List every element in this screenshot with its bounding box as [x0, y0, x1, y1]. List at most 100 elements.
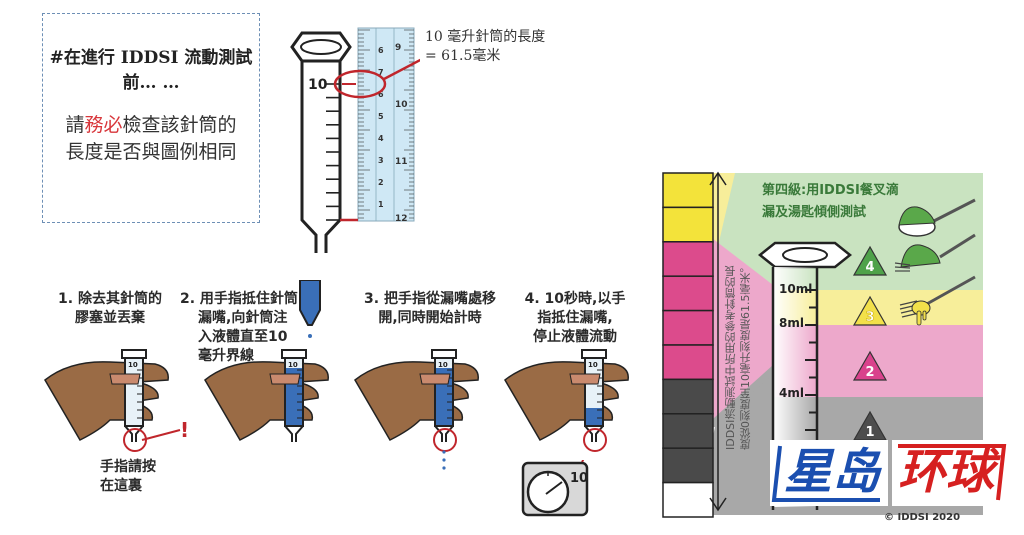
- step-1-hand-illustration: 10: [44, 349, 169, 452]
- finger-note-line1: 手指請按: [100, 459, 156, 475]
- ruler-number: 9: [395, 43, 401, 53]
- ruler-number: 5: [378, 112, 384, 121]
- notice-body-line2: 長度是否與圖例相同: [65, 141, 237, 163]
- color-bar-segment: [662, 275, 714, 312]
- color-bar-segment: [662, 413, 714, 449]
- level-3-number: 3: [865, 310, 874, 325]
- syringe-length-vertical-note: IDDSI流動測試中所用的參考針筒的長 度從0刻度至10毫升刻度是61.5毫米。: [723, 200, 773, 451]
- length-label-line1: 10 毫升針筒的長度: [425, 29, 546, 45]
- level-2-number: 2: [865, 365, 874, 380]
- notice-body-prefix: 請: [65, 114, 85, 136]
- step-2-line: 毫升界線: [198, 348, 254, 364]
- notice-title: #在進行 IDDSI 流動測試 前… …: [43, 46, 259, 96]
- level-4-number: 4: [865, 260, 874, 275]
- color-bar-segment: [662, 344, 714, 381]
- level-2-triangle-icon: [852, 350, 888, 381]
- step-3-instructions: 3. 把手指從漏嘴處移 開,同時開始計時: [360, 290, 500, 328]
- step-2-line: 漏嘴,向針筒注: [198, 310, 288, 326]
- level-4-heading: 第四級:用IDDSI餐叉滴 漏及湯匙傾側測試: [762, 180, 899, 224]
- level-3-triangle-icon: [852, 295, 888, 326]
- alert-pointer-line: [141, 429, 181, 441]
- ruler: [357, 27, 415, 222]
- step-2-line: 2. 用手指抵住針筒: [180, 291, 298, 307]
- mark-4ml: 4ml: [779, 386, 804, 400]
- color-bar-segment: [662, 309, 714, 346]
- vertical-note-line1: IDDSI流動測試中所用的參考針筒的長: [724, 265, 737, 450]
- step-3-line: 開,同時開始計時: [378, 310, 482, 326]
- step-4-hand-illustration: 10: [504, 349, 629, 452]
- color-bar-segment: [662, 206, 714, 243]
- vertical-note-line2: 度從0刻度至10毫升刻度是61.5毫米。: [739, 261, 752, 451]
- ruler-number: 12: [395, 214, 408, 224]
- color-bar-segment: [662, 172, 714, 209]
- svg-text:10: 10: [438, 361, 448, 369]
- mark-8ml: 8ml: [779, 316, 804, 330]
- timer-label: 10: [570, 471, 588, 486]
- ruler-number: 4: [378, 134, 384, 143]
- highlight-circle: [123, 428, 147, 452]
- finger-note-line2: 在這裏: [100, 478, 142, 494]
- finger-position-note: 手指請按 在這裏: [100, 458, 156, 496]
- step-2-line: 入液體直至10: [198, 329, 288, 345]
- ruler-number: 11: [395, 157, 408, 167]
- step-3-line: 3. 把手指從漏嘴處移: [364, 291, 496, 307]
- level-4-triangle-icon: [852, 245, 888, 276]
- hand-icon: [504, 361, 629, 441]
- color-bar-segment: [662, 241, 714, 277]
- color-bar-segment: [662, 447, 714, 484]
- highlight-circle: [333, 69, 387, 99]
- notice-body-rest: 檢查該針筒的: [122, 114, 237, 136]
- ruler-number: 6: [378, 90, 384, 99]
- step-3-hand-illustration: 10: [354, 349, 479, 470]
- ruler-number: 6: [378, 46, 384, 55]
- notice-box: #在進行 IDDSI 流動測試 前… … 請務必檢查該針筒的 長度是否與圖例相同: [42, 13, 260, 223]
- notice-title-line1: #在進行 IDDSI 流動測試: [49, 48, 253, 68]
- pointer-line: [383, 58, 420, 81]
- level-1-number: 1: [865, 425, 874, 440]
- step-4-line: 指抵住漏嘴,: [537, 310, 613, 326]
- watermark-blue-frame: [770, 440, 888, 506]
- spoon-test-icon: [898, 198, 976, 237]
- step-1-line: 1. 除去其針筒的: [58, 291, 162, 307]
- step-2-hand-illustration: 10: [204, 280, 329, 442]
- svg-text:10: 10: [588, 361, 598, 369]
- ruler-number: 7: [378, 68, 384, 77]
- hand-icon: [204, 361, 329, 441]
- watermark-logo: 星岛 环球: [770, 440, 1010, 506]
- color-bar-segment: [662, 378, 714, 415]
- notice-emphasis: 務必: [84, 114, 123, 136]
- syringe-barrel: [300, 61, 342, 253]
- alert-icon: !: [180, 418, 190, 442]
- step-2-instructions: 2. 用手指抵住針筒 漏嘴,向針筒注 入液體直至10 毫升界線: [180, 290, 300, 366]
- color-bar-segment: [662, 481, 714, 518]
- step-1-instructions: 1. 除去其針筒的 膠塞並丟棄: [55, 290, 165, 328]
- step-4-line: 4. 10秒時,以手: [524, 291, 626, 307]
- ruler-number: 2: [378, 178, 384, 187]
- ruler-number: 10: [395, 100, 408, 110]
- timer-icon: 10: [521, 460, 589, 517]
- mark-10ml: 10ml: [779, 282, 812, 296]
- length-label-line2: = 61.5毫米: [425, 48, 501, 64]
- step-1-line: 膠塞並丟棄: [75, 310, 145, 326]
- hand-icon: [354, 361, 479, 441]
- heading-line2: 漏及湯匙傾側測試: [762, 205, 867, 220]
- syringe-length-label: 10 毫升針筒的長度 = 61.5毫米: [425, 28, 545, 66]
- svg-text:10: 10: [288, 361, 298, 369]
- fork-test-level-3-icon: [899, 275, 976, 326]
- watermark-red-frame: [892, 440, 1010, 506]
- fork-test-level-4-icon: [894, 233, 976, 272]
- pouring-cup-icon: [299, 280, 321, 326]
- step-4-instructions: 4. 10秒時,以手 指抵住漏嘴, 停止液體流動: [520, 290, 630, 347]
- ruler-number: 1: [378, 200, 384, 209]
- step-4-line: 停止液體流動: [533, 329, 617, 345]
- notice-body: 請務必檢查該針筒的 長度是否與圖例相同: [43, 112, 259, 166]
- syringe-mark-label: 10: [308, 77, 328, 93]
- notice-body-line1: 請務必檢查該針筒的: [43, 112, 259, 139]
- ruler-number: 3: [378, 156, 384, 165]
- notice-title-line2: 前… …: [122, 73, 180, 93]
- svg-text:10: 10: [128, 361, 138, 369]
- copyright-text: © IDDSI 2020: [884, 512, 961, 523]
- highlight-circle: [583, 428, 607, 452]
- heading-line1: 第四級:用IDDSI餐叉滴: [762, 183, 899, 198]
- reference-syringe-illustration: 6 7 6 5 4 3 2 1 9 10 11 12 10: [290, 27, 420, 253]
